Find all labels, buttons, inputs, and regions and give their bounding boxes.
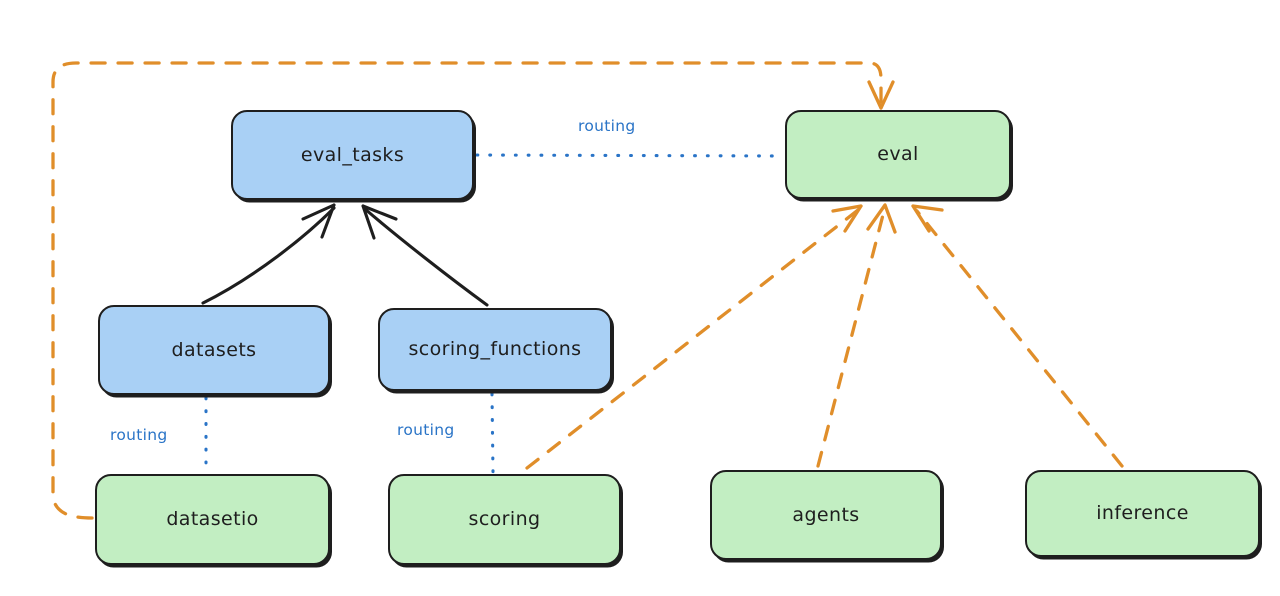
edge-datasetio-to-eval — [51, 61, 895, 520]
node-label-agents: agents — [792, 503, 860, 526]
edge-label-routing-datasets-datasetio: routing — [110, 426, 168, 444]
edge-agents-to-eval — [816, 203, 897, 468]
edge-scoring_functions-to-scoring — [490, 392, 495, 474]
edge-scoring-to-eval — [525, 204, 863, 470]
edge-label-routing-eval-tasks-eval: routing — [578, 117, 636, 135]
node-scoring[interactable]: scoring — [388, 474, 621, 565]
edge-scoring_functions-to-eval_tasks — [361, 204, 489, 307]
edge-label-routing-scoring-functions-scoring: routing — [397, 421, 455, 439]
node-label-inference: inference — [1096, 502, 1189, 524]
node-label-scoring_functions: scoring_functions — [408, 338, 582, 360]
node-label-datasetio: datasetio — [166, 508, 259, 530]
node-label-eval_tasks: eval_tasks — [300, 143, 405, 166]
node-scoring_functions[interactable]: scoring_functions — [378, 308, 612, 391]
edge-inference-to-eval — [911, 204, 1124, 468]
node-label-datasets: datasets — [171, 338, 257, 361]
node-inference[interactable]: inference — [1025, 470, 1260, 557]
edge-eval_tasks-to-eval — [475, 153, 785, 158]
node-datasets[interactable]: datasets — [98, 305, 330, 395]
node-label-eval: eval — [877, 143, 919, 165]
node-label-scoring: scoring — [468, 508, 541, 530]
node-eval[interactable]: eval — [785, 110, 1011, 199]
node-eval_tasks[interactable]: eval_tasks — [231, 110, 474, 200]
node-agents[interactable]: agents — [710, 470, 942, 560]
node-datasetio[interactable]: datasetio — [95, 474, 330, 565]
edge-datasets-to-eval_tasks — [201, 203, 336, 305]
